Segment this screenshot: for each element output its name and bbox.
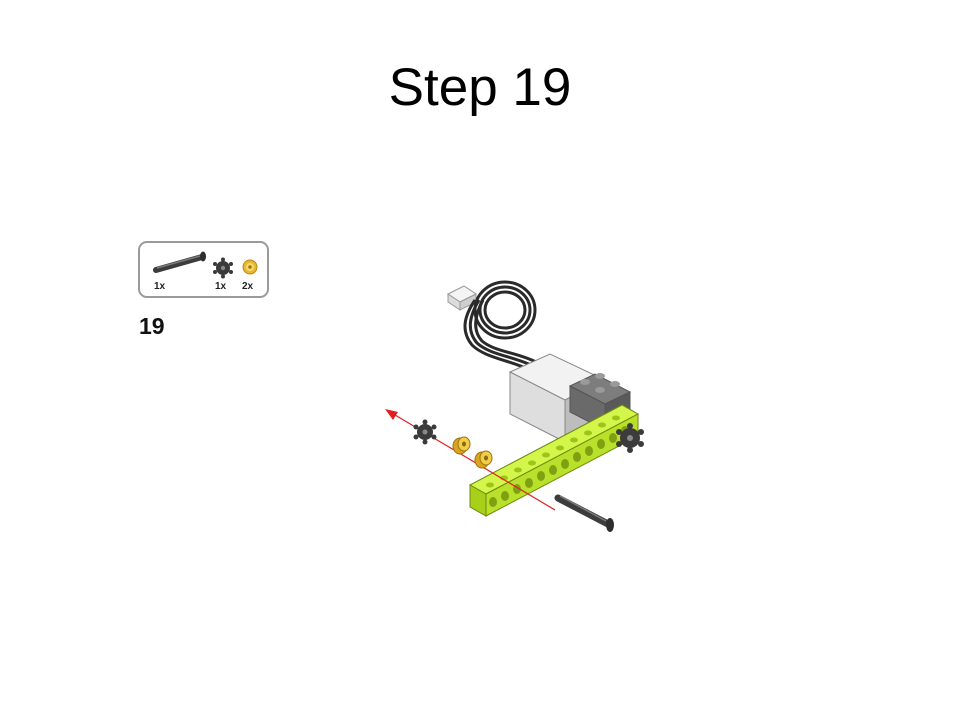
lime-beam	[468, 404, 640, 517]
slide-title: Step 19	[388, 58, 572, 117]
parts-list-box: 1x 1x 2x	[138, 241, 269, 298]
gear-icon	[213, 257, 233, 279]
axle-quantity: 1x	[154, 281, 166, 292]
bush-2	[474, 450, 493, 469]
mounted-gear	[616, 423, 644, 453]
motor-cable	[463, 280, 537, 372]
bush-icon	[242, 259, 258, 275]
bush-quantity: 2x	[242, 281, 254, 292]
parts-illustration	[153, 251, 258, 279]
step-number: 19	[139, 313, 165, 339]
axle-icon	[153, 251, 206, 273]
bush-1	[452, 436, 471, 455]
loose-gear	[413, 419, 437, 445]
assembly-illustration	[385, 280, 644, 532]
gear-quantity: 1x	[215, 281, 227, 292]
axle	[554, 494, 614, 532]
